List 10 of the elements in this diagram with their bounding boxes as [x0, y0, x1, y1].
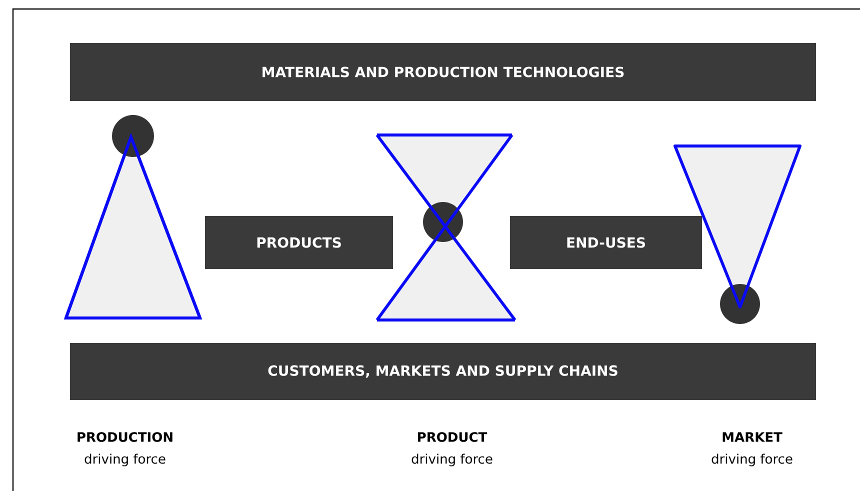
force-subtitle: driving force: [712, 454, 792, 466]
force-title: MARKET: [722, 432, 782, 442]
force-title: PRODUCT: [418, 432, 488, 442]
label-box: END-USES: [510, 216, 702, 269]
force-title: PRODUCTION: [78, 432, 172, 442]
label-box: PRODUCTS: [205, 216, 393, 269]
text-band: MATERIALS AND PRODUCTION TECHNOLOGIES: [70, 43, 816, 101]
force-subtitle: driving force: [412, 454, 492, 466]
force-subtitle: driving force: [84, 454, 166, 466]
text-band: CUSTOMERS, MARKETS AND SUPPLY CHAINS: [70, 343, 816, 400]
